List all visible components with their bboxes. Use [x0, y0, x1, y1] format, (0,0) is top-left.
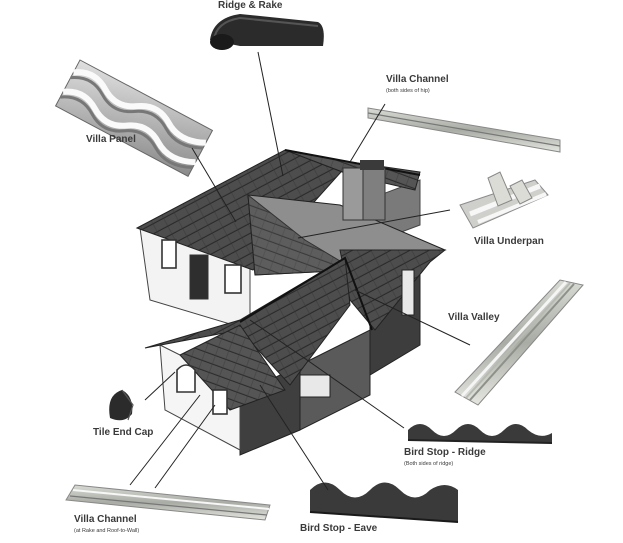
label-tile-end-cap: Tile End Cap	[93, 427, 154, 438]
label-villa-channel-rake: Villa Channel	[74, 514, 137, 525]
label-villa-valley: Villa Valley	[448, 312, 500, 323]
label-villa-underpan: Villa Underpan	[474, 236, 544, 247]
villa-channel-hip-piece	[367, 107, 561, 153]
label-ridge-rake: Ridge & Rake	[218, 0, 283, 11]
label-villa-channel-hip: Villa Channel	[386, 74, 449, 85]
bird-stop-ridge-piece	[407, 424, 553, 444]
label-bird-stop-ridge: Bird Stop - Ridge	[404, 447, 486, 458]
label-bird-stop-eave: Bird Stop - Eave	[300, 523, 378, 534]
villa-channel-rake-piece	[65, 484, 271, 521]
label-villa-panel: Villa Panel	[86, 134, 136, 145]
ridge-rake-piece	[210, 14, 324, 50]
bird-stop-eave-piece	[309, 482, 459, 523]
note-bird-stop-ridge: (Both sides of ridge)	[404, 461, 454, 467]
villa-valley-piece	[454, 279, 584, 406]
villa-underpan-piece	[459, 171, 549, 229]
villa-panel-piece	[54, 59, 214, 178]
tile-end-cap-piece	[109, 389, 134, 421]
note-villa-channel-hip: (both sides of hip)	[386, 88, 430, 94]
leader-lines	[129, 51, 471, 491]
house-illustration	[135, 149, 447, 456]
note-villa-channel-rake: (at Rake and Roof-to-Wall)	[74, 528, 140, 534]
